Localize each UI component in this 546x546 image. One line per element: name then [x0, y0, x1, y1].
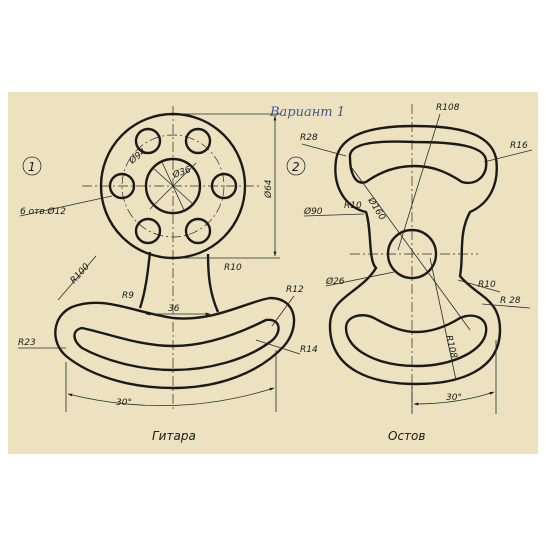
fig2-top-slot [348, 140, 488, 185]
fig2-body [328, 124, 502, 386]
fig2-dim-phi26: Ø26 [325, 276, 345, 287]
fig1-hole [134, 127, 162, 155]
fig1-dim-r10: R10 [224, 263, 242, 273]
fig2-r16-leader [483, 149, 533, 163]
fig1-handle-slot [73, 318, 280, 372]
fig1-dim-r9: R9 [122, 291, 134, 301]
fig1-neck [138, 251, 220, 313]
fig2-dim-r28-top: R28 [300, 133, 318, 143]
fig2-dim-r16: R16 [510, 141, 528, 151]
fig1-r12-leader [271, 295, 295, 327]
fig2-dim-angle: 30° [446, 393, 462, 403]
fig1-bolt-circle [121, 134, 225, 238]
fig1-dim-r23: R23 [18, 338, 36, 348]
figure-2-number-circle [286, 156, 306, 176]
fig1-angle-arc [67, 387, 275, 407]
fig1-r14-leader [255, 339, 301, 355]
fig1-hole [210, 172, 238, 200]
figure-1-caption: Гитара [152, 429, 196, 443]
fig2-r28-top-leader [301, 143, 347, 157]
fig1-hole [108, 172, 136, 200]
fig2-dim-r108-top: R108 [436, 103, 460, 113]
fig2-phi90-leader [303, 213, 365, 217]
fig2-r108-top-line [397, 113, 441, 251]
fig1-dim-r14: R14 [300, 345, 318, 355]
fig1-hole [184, 217, 212, 245]
fig1-center-hole [144, 157, 202, 215]
figure-2-caption: Остов [388, 429, 425, 443]
variant-title: Вариант 1 [269, 105, 345, 120]
figure-2-frame: 2 R108 R28 R16 Ø90 R10 Ø160 Ø26 R [286, 103, 533, 443]
figure-1-number: 1 [28, 160, 36, 174]
fig2-phi160-line [351, 167, 471, 331]
fig2-phi26-leader [325, 271, 395, 287]
fig1-hole [134, 217, 162, 245]
fig2-dim-r28-right: R 28 [500, 296, 521, 306]
fig2-r108-bottom-line [429, 257, 457, 381]
fig2-dim-r10-right: R10 [478, 280, 496, 290]
fig1-dim-holes: 6 отв.Ø12 [20, 206, 66, 217]
fig1-six-holes [108, 127, 238, 245]
figure-2-number: 2 [292, 160, 300, 174]
fig2-angle-arc [413, 391, 495, 406]
fig1-handle-outer [54, 296, 296, 390]
fig2-dim-phi90: Ø90 [303, 206, 323, 217]
fig2-dim-r10-left: R10 [344, 201, 362, 211]
fig1-holes-leader [19, 195, 113, 217]
fig1-dim-phi64: Ø64 [263, 179, 274, 199]
figure-1-guitar: 1 [18, 106, 318, 443]
figure-1-number-circle [22, 156, 42, 176]
fig1-hole [184, 127, 212, 155]
fig1-dim-36: 36 [168, 304, 180, 314]
fig1-r100-line [57, 255, 97, 301]
fig1-center-diag-3 [161, 161, 185, 211]
fig2-r28-right-leader [481, 303, 531, 309]
fig1-dim-angle: 30° [116, 398, 132, 408]
fig2-r10-right-leader [457, 279, 501, 293]
fig1-outer-disk [99, 112, 247, 260]
fig1-dim-r12: R12 [286, 285, 304, 295]
